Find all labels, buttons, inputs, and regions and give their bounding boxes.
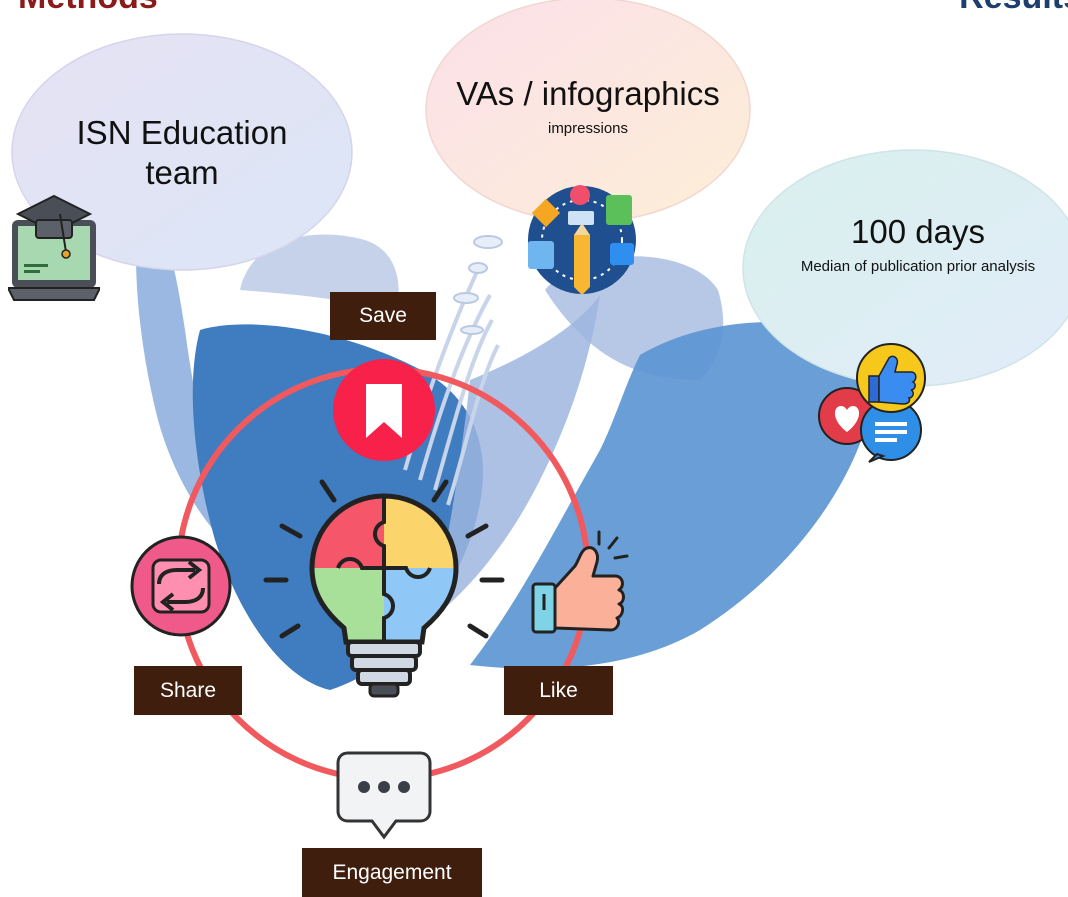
- left-stem-shape: [136, 205, 265, 570]
- vas-title: VAs / infographics: [456, 75, 720, 112]
- mid-blue-leaf-shape: [430, 295, 600, 620]
- methods-heading: Methods: [18, 0, 158, 17]
- save-label: Save: [330, 292, 436, 340]
- social-reactions-icon: [818, 343, 926, 463]
- results-heading: Results: [959, 0, 1068, 17]
- like-label: Like: [504, 666, 613, 715]
- vas-text-group: VAs / infographics impressions: [420, 74, 756, 144]
- share-icon: [130, 535, 232, 637]
- education-bubble: [11, 33, 353, 271]
- vas-subtitle: impressions: [547, 120, 629, 137]
- bookmark-icon: [333, 359, 435, 461]
- thumbs-up-icon: [531, 530, 629, 634]
- stamen-tips: [453, 235, 503, 335]
- education-title: ISN Education team: [76, 114, 288, 191]
- share-label: Share: [134, 666, 242, 715]
- chat-bubble-icon: [336, 751, 432, 840]
- days-subtitle: Median of publication prior analysis: [800, 258, 1036, 275]
- infographic-icon: [528, 185, 636, 295]
- lightbulb-puzzle-icon: [263, 479, 505, 698]
- engagement-label: Engagement: [302, 848, 482, 897]
- graduation-laptop-icon: [8, 194, 100, 301]
- days-text-group: 100 days Median of publication prior ana…: [790, 212, 1046, 282]
- days-title: 100 days: [851, 213, 985, 250]
